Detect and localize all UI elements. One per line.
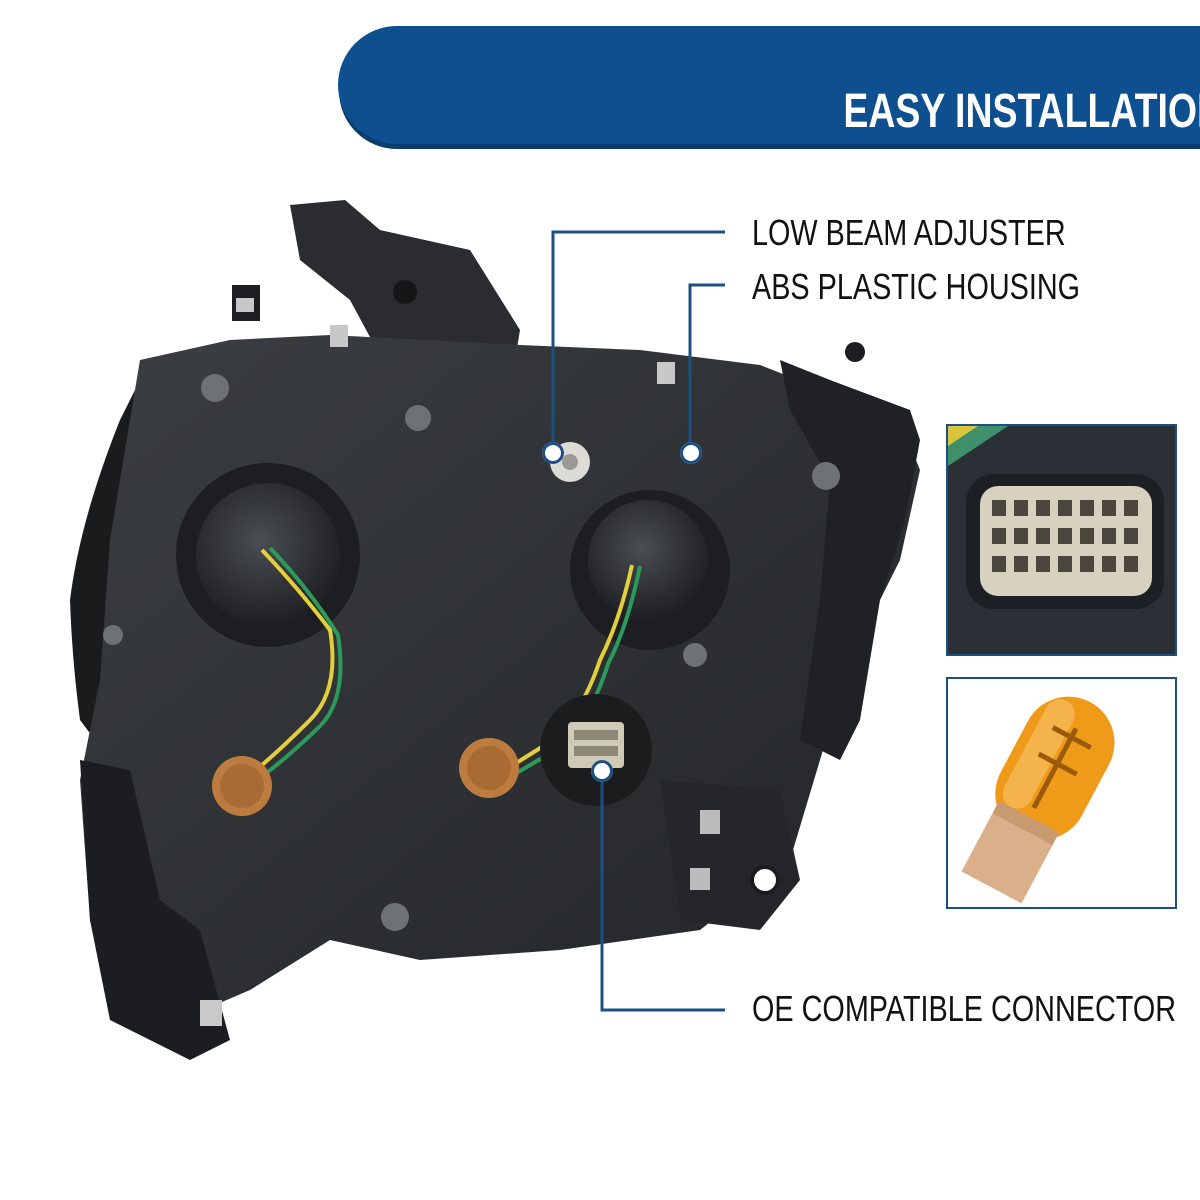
inset-amber-bulb-closeup — [946, 677, 1177, 909]
connector-pins-image — [948, 426, 1175, 654]
leader-housing — [688, 283, 725, 452]
callout-abs-plastic-housing: ABS PLASTIC HOUSING — [752, 266, 1081, 307]
housing-body — [80, 335, 920, 1020]
amber-bulb-image — [948, 679, 1175, 907]
callout-low-beam-adjuster: LOW BEAM ADJUSTER — [752, 212, 1066, 253]
connector-marker — [591, 760, 613, 782]
inset-connector-closeup — [946, 424, 1177, 656]
callout-oe-compatible-connector: OE COMPATIBLE CONNECTOR — [752, 988, 1177, 1029]
housing-marker — [680, 442, 702, 464]
low-beam-marker — [542, 442, 564, 464]
title-banner: EASY INSTALLATION — [338, 26, 1200, 144]
leader-connector — [600, 770, 725, 1012]
banner-title: EASY INSTALLATION — [843, 85, 1200, 138]
